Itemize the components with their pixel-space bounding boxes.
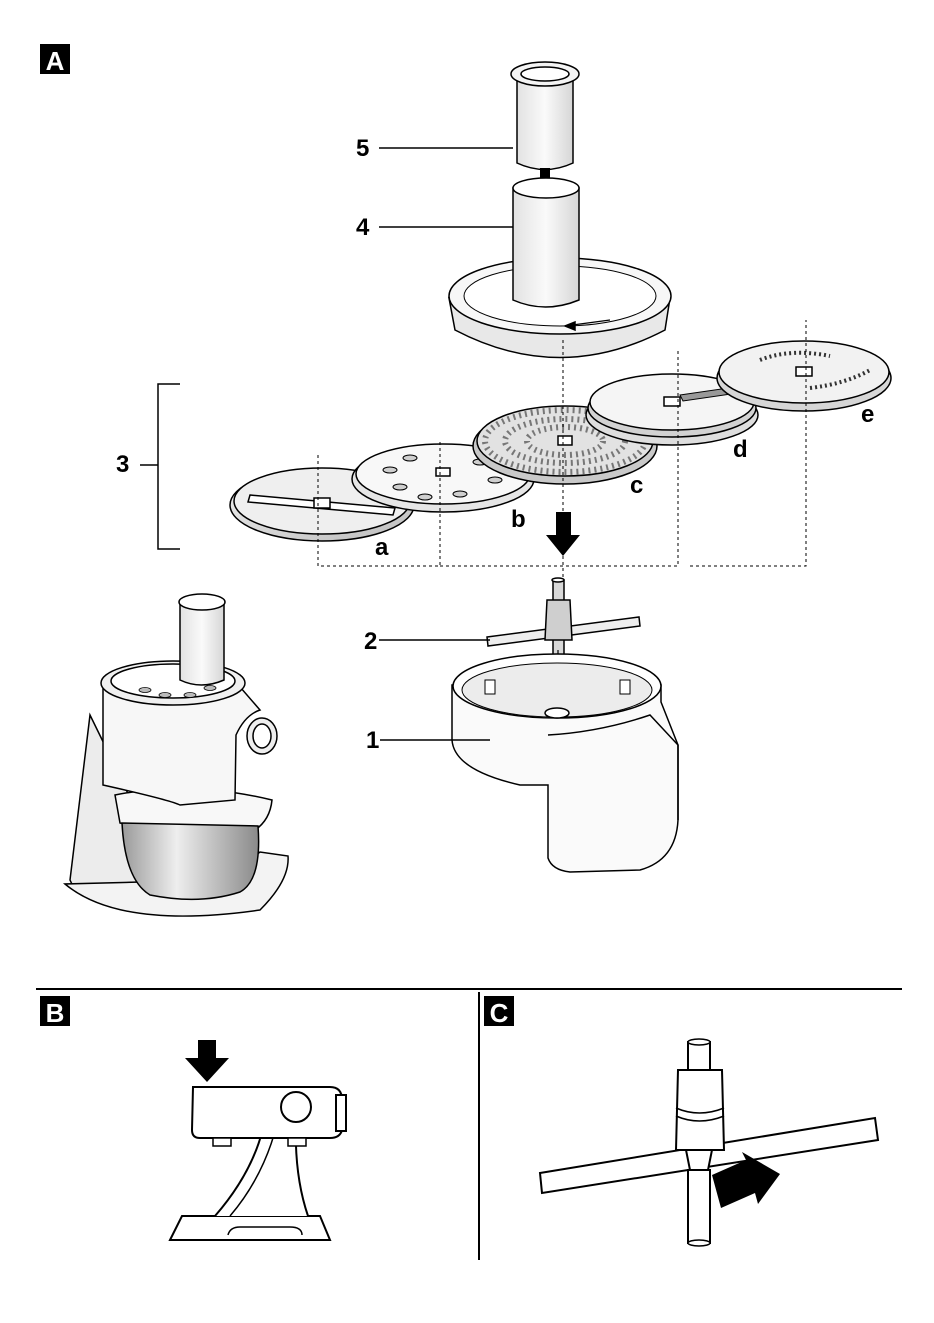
label-disc-a: a [375, 536, 388, 560]
processor-bowl-housing [452, 654, 678, 872]
label-disc-e: e [861, 403, 874, 427]
label-part-3: 3 [116, 453, 129, 477]
section-divider-vertical [478, 992, 480, 1260]
label-disc-c: c [630, 474, 643, 498]
label-part-1: 1 [366, 729, 379, 753]
label-part-2: 2 [364, 630, 377, 654]
exploded-assembly-diagram [0, 0, 934, 990]
section-b-illustration [30, 990, 480, 1320]
arrow-down-icon [546, 512, 580, 556]
assembled-kitchen-machine [65, 594, 288, 916]
label-part-5: 5 [356, 137, 369, 161]
label-disc-b: b [511, 508, 526, 532]
label-part-4: 4 [356, 216, 369, 240]
feed-tube-lid [449, 178, 671, 358]
food-pusher [511, 62, 579, 170]
label-disc-d: d [733, 438, 748, 462]
section-c-illustration [490, 990, 910, 1290]
arrow-down-icon [185, 1040, 229, 1082]
